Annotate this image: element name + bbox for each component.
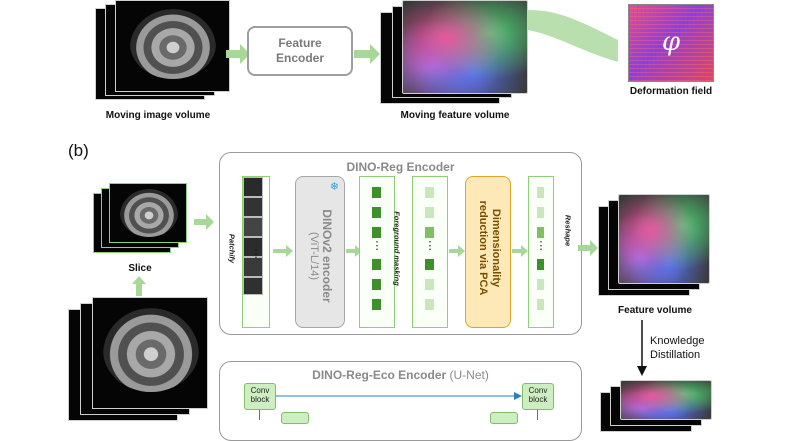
patch-column: ⋮: [242, 176, 270, 328]
patch-ellipsis: ⋮: [250, 248, 262, 260]
input-volume-stack: [68, 297, 208, 421]
deformation-field: φ: [628, 4, 714, 82]
slice-stack: [93, 183, 188, 255]
pca-label-2: reduction via PCA: [477, 200, 489, 296]
arrow-encoder-to-features: [354, 44, 380, 64]
feature-volume-stack: [598, 194, 710, 298]
kd-line-2: Distillation: [650, 349, 701, 361]
kd-line-1: Knowledge: [650, 335, 705, 347]
down-path-line: [259, 410, 260, 420]
conv-block-right-lower: [490, 412, 518, 424]
token-ellipsis-1: ⋮: [371, 240, 383, 252]
feature-encoder-label-1: Feature: [278, 36, 322, 50]
arrow-slice-to-encoder: [194, 214, 214, 230]
token-column-masked: ⋮: [412, 176, 448, 328]
arrow-encoder-to-feature-volume: [578, 240, 598, 256]
conv-block-left-lower: [281, 412, 309, 424]
arrow-patch-to-dinov2: [273, 245, 293, 257]
arrow-image-to-encoder: [226, 44, 250, 64]
moving-feature-label: Moving feature volume: [400, 110, 510, 121]
pca-block: Dimensionality reduction via PCA: [465, 176, 511, 328]
dinov2-label: DINOv2 encoder: [320, 209, 334, 303]
feature-encoder-label-2: Encoder: [275, 51, 324, 65]
moving-feature-stack: [380, 0, 530, 105]
knowledge-distillation-arrow: [637, 320, 647, 376]
patchify-label: Patchify: [227, 233, 237, 264]
arrow-tokens-to-pca: [449, 245, 465, 257]
reshape-label: Reshape: [563, 214, 573, 247]
pca-label-1: Dimensionality: [490, 208, 502, 288]
deformation-field-label: Deformation field: [629, 86, 713, 97]
moving-image-stack: [95, 0, 230, 105]
feature-volume-label: Feature volume: [618, 305, 692, 316]
distilled-feature-stack: [600, 380, 712, 432]
knowledge-distillation-label: Knowledge Distillation: [650, 334, 704, 362]
skip-connection-arrow: [276, 392, 522, 400]
moving-image-label: Moving image volume: [105, 110, 211, 121]
token-column-dense: ⋮: [359, 176, 395, 328]
eco-encoder-title: DINO-Reg-Eco Encoder: [312, 368, 447, 382]
eco-encoder-suffix: (U-Net): [449, 368, 489, 382]
panel-b-tag: (b): [68, 141, 89, 160]
dino-reg-encoder-panel: DINO-Reg Encoder: [219, 152, 582, 335]
dinov2-encoder-block: ❄ DINOv2 encoder (ViT-L/14): [295, 176, 345, 328]
dino-reg-encoder-title: DINO-Reg Encoder: [346, 160, 455, 174]
reduced-token-column: ⋮: [528, 176, 554, 328]
up-path-line: [537, 410, 538, 420]
arrow-dinov2-to-tokens: [346, 245, 362, 257]
token-ellipsis-3: ⋮: [535, 240, 547, 252]
snowflake-icon: ❄: [329, 181, 339, 193]
dinov2-variant: (ViT-L/14): [308, 231, 320, 281]
phi-symbol: φ: [661, 27, 681, 57]
token-ellipsis-2: ⋮: [424, 240, 436, 252]
arrow-volume-to-slice: [132, 276, 146, 296]
slice-label: Slice: [128, 263, 152, 274]
arrow-pca-to-reduced: [512, 245, 528, 257]
foreground-masking-label: Foreground masking: [392, 211, 402, 286]
feature-encoder-box: Feature Encoder: [247, 26, 353, 76]
flow-band: [528, 10, 618, 62]
